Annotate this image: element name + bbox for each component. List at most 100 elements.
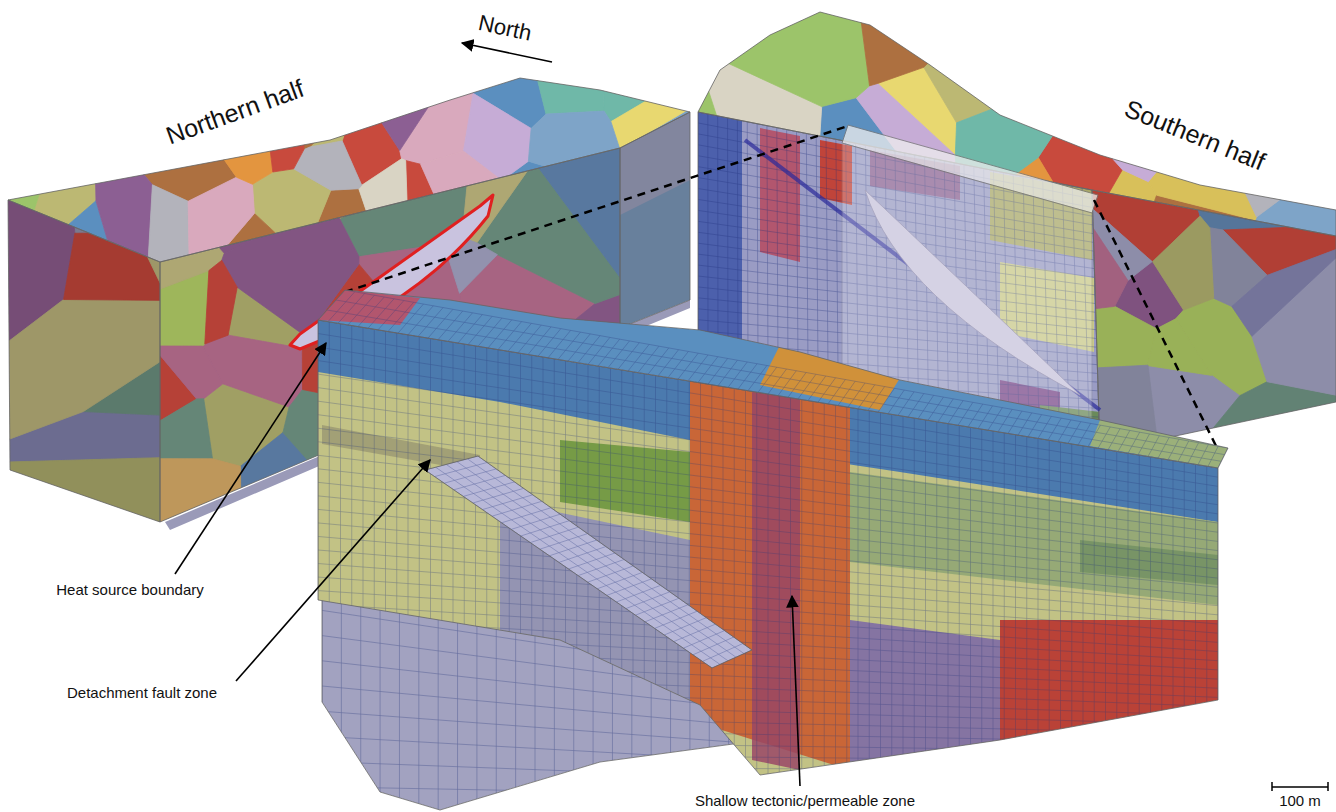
illustration-part (318, 290, 1228, 468)
illustration-part (438, 311, 463, 340)
illustration-part (338, 294, 365, 324)
illustration-part (558, 332, 580, 359)
leader-arrow (175, 343, 326, 574)
scale-bar (1272, 782, 1328, 791)
illustration-part (1088, 425, 1100, 446)
illustration-part (540, 534, 588, 550)
illustration-part (1108, 429, 1120, 450)
illustration-part (968, 404, 983, 427)
compass-label: North (476, 10, 534, 46)
illustration-part (664, 618, 706, 635)
illustration-part (645, 605, 688, 622)
mesh-terrain-surface (318, 290, 1228, 468)
illustration-part (478, 318, 502, 346)
block-end-face (7, 199, 161, 523)
illustration-part (938, 399, 953, 422)
leader-arrow (792, 596, 800, 786)
rock-unit (1184, 11, 1282, 86)
illustration-part (693, 637, 734, 655)
illustration-part (398, 304, 423, 333)
illustration-part (608, 341, 630, 368)
block-edge (620, 112, 690, 328)
illustration-part (548, 330, 571, 357)
block-edge (1092, 190, 1336, 452)
callout-label: Detachment fault zone (67, 684, 217, 701)
callout-label: Shallow tectonic/permeable zone (695, 792, 915, 809)
illustration-part (1208, 446, 1218, 466)
rock-unit (318, 290, 420, 325)
illustration-part (1092, 190, 1336, 452)
rock-unit (7, 77, 114, 154)
illustration-part (425, 456, 752, 668)
illustration-part (318, 780, 1218, 781)
illustration-part (1048, 418, 1061, 440)
illustration-part (1038, 416, 1051, 438)
illustration-part (818, 378, 836, 402)
illustration-part (620, 112, 690, 328)
illustration-part (748, 365, 767, 390)
illustration-part (358, 297, 384, 327)
mesh-grid (318, 290, 1228, 468)
illustration-part (1058, 420, 1071, 442)
illustration-part (1068, 422, 1081, 444)
leader-arrow (236, 460, 430, 681)
illustration-part (428, 309, 453, 338)
face-shading (1092, 190, 1336, 452)
illustration-part (463, 482, 514, 497)
illustration-part (978, 406, 993, 429)
illustration-part (408, 306, 433, 335)
illustration-part (528, 327, 551, 355)
illustration-part (635, 598, 678, 615)
illustration-part (482, 495, 532, 510)
rock-unit (95, 77, 159, 154)
illustration-part (378, 301, 404, 330)
illustration-part (1008, 411, 1022, 433)
callout-label: Heat source boundary (56, 581, 204, 598)
illustration-part (436, 467, 720, 664)
illustration-part (702, 644, 742, 662)
illustration-part (698, 357, 718, 383)
illustration-part (457, 462, 736, 658)
illustration-part (518, 325, 541, 353)
illustration-part (388, 302, 414, 331)
illustration-part (1188, 443, 1199, 463)
illustration-part (948, 401, 963, 424)
face-shading (8, 200, 160, 522)
illustration-part (1148, 436, 1159, 457)
illustration-part (728, 362, 747, 387)
rock-unit (159, 147, 316, 197)
illustration-part (1098, 427, 1110, 448)
illustration-part (768, 369, 787, 394)
illustration-part (1128, 432, 1140, 453)
illustration-part (488, 320, 512, 348)
illustration-part (648, 348, 669, 374)
illustration-part (492, 501, 542, 516)
illustration-part (678, 353, 698, 379)
illustration-part (498, 322, 522, 350)
illustration-part (1158, 437, 1169, 458)
rock-unit (330, 77, 380, 126)
rock-unit (1069, 11, 1189, 78)
illustration-part (446, 464, 728, 660)
illustration-part (8, 200, 160, 522)
illustration-part (878, 388, 894, 412)
illustration-part (345, 290, 1228, 448)
illustration-part (1327, 782, 1329, 791)
illustration-part (348, 295, 374, 325)
illustration-part (549, 540, 596, 556)
north-arrow (462, 43, 552, 62)
illustration-part (658, 350, 679, 376)
illustration-part (618, 343, 639, 370)
illustration-part (468, 316, 492, 344)
illustration-part (502, 508, 552, 523)
illustration-part (958, 402, 973, 425)
illustration-part (508, 323, 531, 351)
illustration-part (668, 351, 688, 377)
illustration-part (530, 527, 578, 542)
illustration-part (1118, 430, 1130, 451)
illustration-part (858, 385, 875, 409)
block-edge (425, 456, 752, 668)
illustration-part (988, 408, 1002, 431)
extract-guide-line (345, 126, 848, 292)
illustration-part (598, 339, 620, 366)
